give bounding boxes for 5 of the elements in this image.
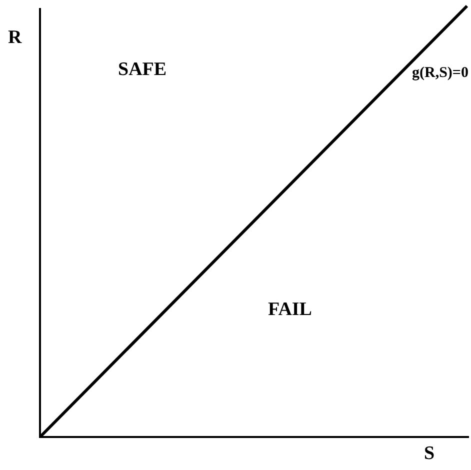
axis-label: FAIL <box>268 300 312 319</box>
axis-label: R <box>8 28 22 47</box>
axis-label: S <box>424 444 435 463</box>
axis-label: g(R,S)=0 <box>412 66 468 81</box>
axis-label: SAFE <box>118 60 167 79</box>
